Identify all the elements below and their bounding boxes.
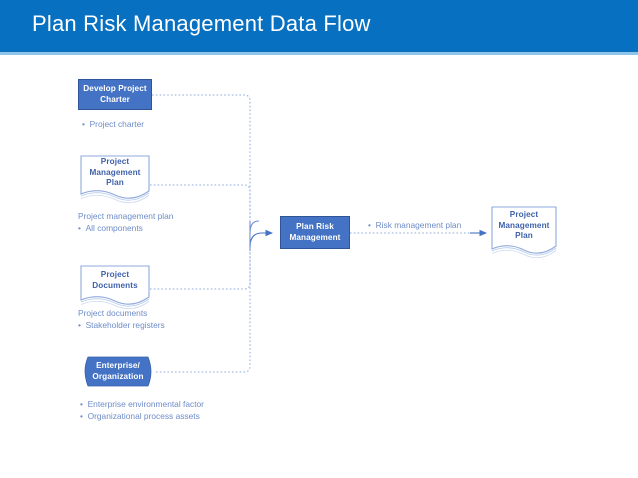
bullet-item: Stakeholder registers <box>78 319 165 331</box>
bullet-item: Enterprise environmental factor <box>80 398 204 410</box>
connector-documents-to-bus <box>150 247 251 290</box>
node-plan-risk-management[interactable]: Plan Risk Management <box>280 216 350 249</box>
annotation-project-charter-outputs: Project charter <box>82 118 144 130</box>
annotation-risk-management-plan-flow: Risk management plan <box>368 219 462 231</box>
document-shape <box>491 206 557 259</box>
banner-shape <box>84 356 152 387</box>
annotation-project-management-plan-outputs: Project management plan All components <box>78 210 173 234</box>
diagram-canvas: Develop Project Charter Project Manageme… <box>0 55 638 478</box>
node-develop-project-charter[interactable]: Develop Project Charter <box>78 79 152 110</box>
document-shape <box>80 155 150 204</box>
annotation-header: Project documents <box>78 308 148 318</box>
connector-bus-to-plan-risk <box>249 229 274 248</box>
connector-enterprise-to-bus <box>156 251 251 373</box>
annotation-project-documents-outputs: Project documents Stakeholder registers <box>78 307 165 331</box>
connector-charter-to-bus <box>152 94 251 220</box>
bullet-item: All components <box>78 222 173 234</box>
title-bar-underline <box>0 52 638 55</box>
node-project-management-plan-input[interactable]: Project Management Plan <box>80 155 150 204</box>
bullet-item: Project charter <box>82 118 144 130</box>
bullet-item: Risk management plan <box>368 219 462 231</box>
annotation-header: Project management plan <box>78 211 174 221</box>
node-project-documents[interactable]: Project Documents <box>80 265 150 310</box>
annotation-enterprise-organization-outputs: Enterprise environmental factor Organiza… <box>80 398 204 422</box>
title-bar <box>0 0 638 52</box>
page-title: Plan Risk Management Data Flow <box>32 11 371 36</box>
rectangle-shape <box>78 79 152 110</box>
connector-pmp-to-bus <box>150 184 251 223</box>
node-project-management-plan-output[interactable]: Project Management Plan <box>491 206 557 259</box>
bullet-item: Organizational process assets <box>80 410 204 422</box>
document-shape <box>80 265 150 310</box>
connector-layer <box>150 94 488 373</box>
node-enterprise-organization[interactable]: Enterprise/ Organization <box>80 355 156 388</box>
rectangle-shape <box>280 216 350 249</box>
connector-bus-top-curve <box>249 220 260 234</box>
